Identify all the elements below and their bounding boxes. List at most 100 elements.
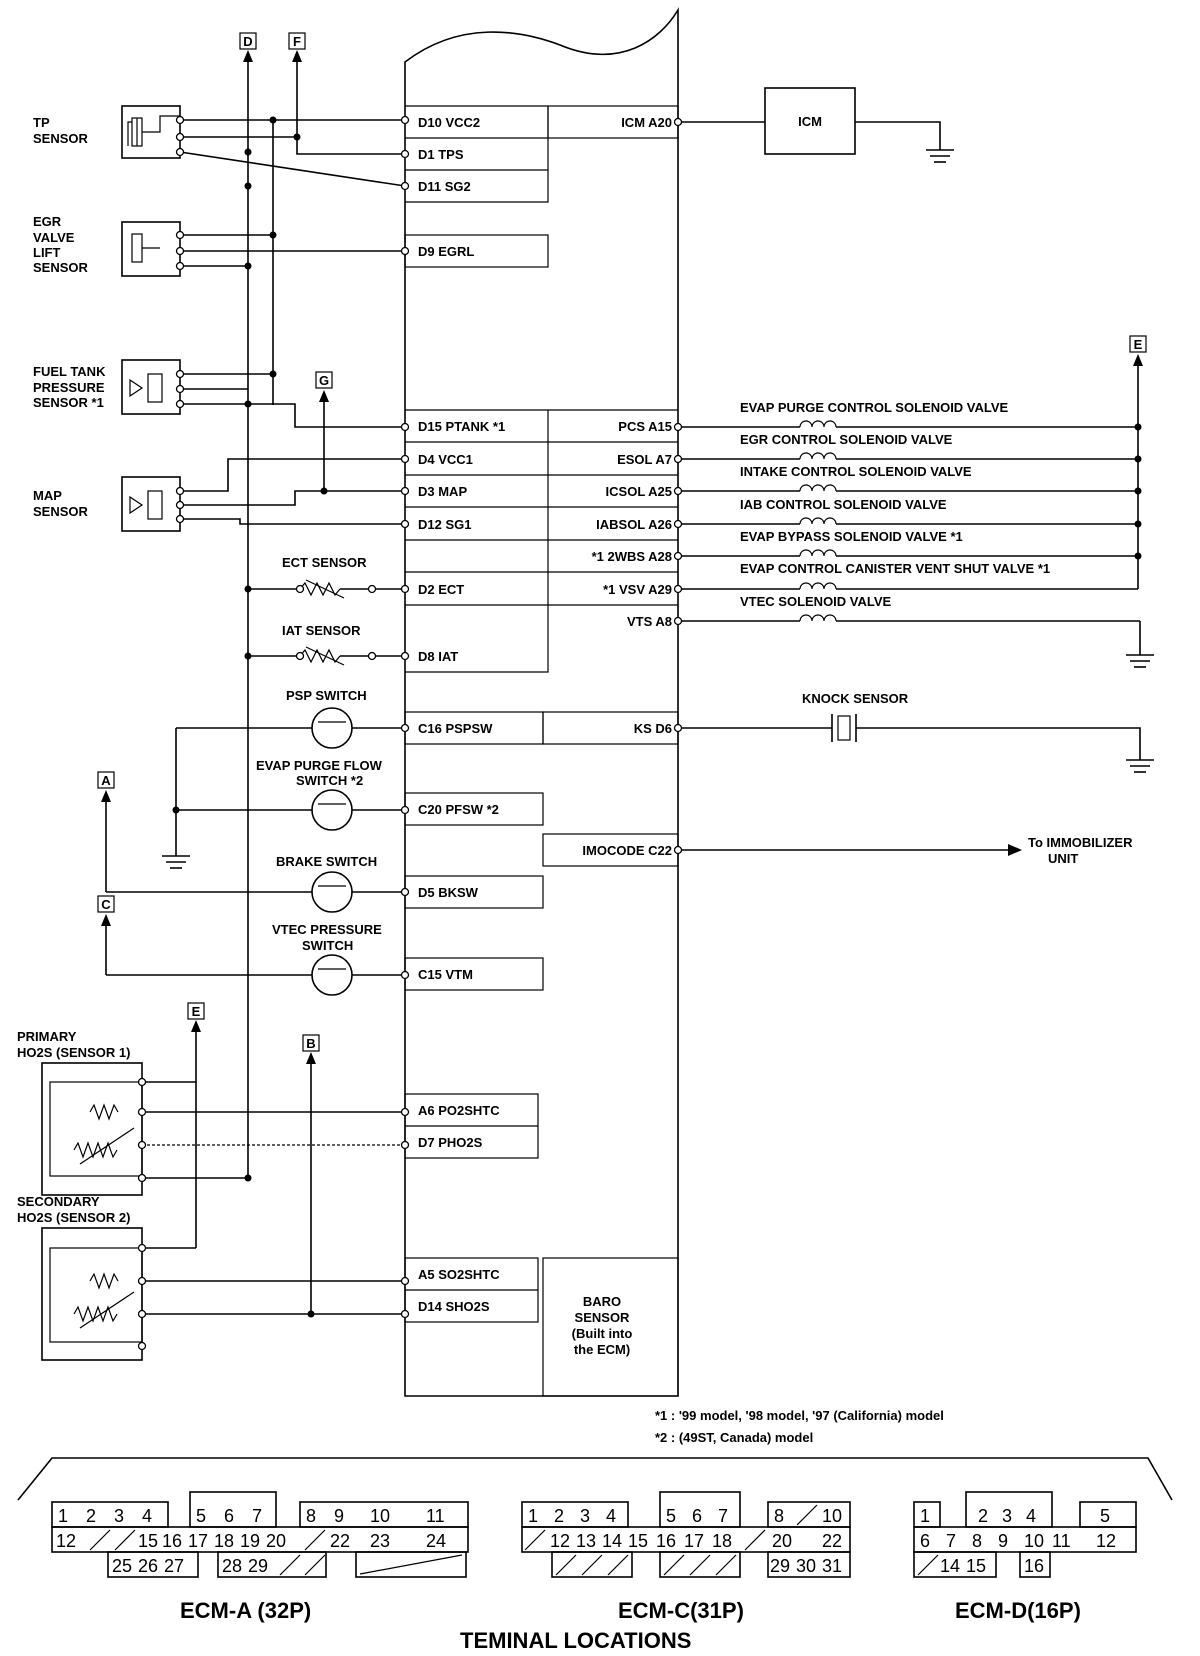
svg-text:10: 10 xyxy=(1024,1531,1044,1551)
svg-text:11: 11 xyxy=(426,1506,445,1526)
knock-sensor: KNOCK SENSOR xyxy=(678,691,1154,773)
svg-text:EVAP PURGE FLOW: EVAP PURGE FLOW xyxy=(256,758,383,773)
svg-text:*2 : (49ST, Canada) model: *2 : (49ST, Canada) model xyxy=(655,1430,813,1445)
marker-e-bottom: E xyxy=(187,1002,205,1020)
svg-text:To IMMOBILIZER: To IMMOBILIZER xyxy=(1028,835,1133,850)
pin-icm-a20: ICM A20 xyxy=(621,115,672,130)
pin-vsv-a29: *1 VSV A29 xyxy=(603,582,672,597)
terminal-circles xyxy=(137,115,683,1351)
pin-d9: D9 EGRL xyxy=(418,244,474,259)
pin-a6: A6 PO2SHTC xyxy=(418,1103,500,1118)
svg-text:G: G xyxy=(319,373,329,388)
baro-sensor-label: BARO SENSOR (Built into the ECM) xyxy=(572,1294,633,1357)
svg-text:15: 15 xyxy=(138,1531,158,1551)
svg-text:25: 25 xyxy=(112,1556,132,1576)
pin-c16: C16 PSPSW xyxy=(418,721,493,736)
map-wires xyxy=(180,458,405,525)
svg-text:4: 4 xyxy=(1026,1506,1036,1526)
svg-text:19: 19 xyxy=(240,1531,260,1551)
svg-text:14: 14 xyxy=(940,1556,960,1576)
svg-text:23: 23 xyxy=(370,1531,390,1551)
ecm-right-pin-labels: ICM A20 PCS A15 ESOL A7 ICSOL A25 IABSOL… xyxy=(582,115,672,858)
svg-text:5: 5 xyxy=(666,1506,676,1526)
svg-text:F: F xyxy=(293,34,301,49)
svg-text:SENSOR: SENSOR xyxy=(33,131,89,146)
svg-text:14: 14 xyxy=(602,1531,622,1551)
svg-text:*1 : '99 model, '98 model, '97: *1 : '99 model, '98 model, '97 (Californ… xyxy=(655,1408,944,1423)
secondary-ho2s-wires xyxy=(142,1247,405,1315)
svg-text:5: 5 xyxy=(196,1506,206,1526)
map-sensor: MAP SENSOR xyxy=(33,476,181,532)
pin-d10: D10 VCC2 xyxy=(418,115,480,130)
immobilizer-link: To IMMOBILIZER UNIT xyxy=(678,835,1133,866)
pin-d15: D15 PTANK *1 xyxy=(418,419,505,434)
primary-ho2s: PRIMARY HO2S (SENSOR 1) xyxy=(17,1029,143,1196)
svg-text:KNOCK SENSOR: KNOCK SENSOR xyxy=(802,691,909,706)
ecm-c-connector: 1 2 3 4 5 6 7 8 10 12 13 14 15 16 17 18 … xyxy=(521,1491,851,1623)
connector-frame xyxy=(17,1457,1173,1501)
psp-switch: PSP SWITCH xyxy=(176,688,405,749)
svg-text:SWITCH: SWITCH xyxy=(302,938,353,953)
marker-e-top: E xyxy=(1129,335,1147,353)
svg-text:8: 8 xyxy=(774,1506,784,1526)
svg-text:12: 12 xyxy=(1096,1531,1116,1551)
tp-wires xyxy=(179,119,406,187)
ecm-d-title: ECM-D(16P) xyxy=(955,1598,1081,1623)
brake-switch: BRAKE SWITCH xyxy=(106,854,405,913)
ecm-a-title: ECM-A (32P) xyxy=(180,1598,311,1623)
svg-text:9: 9 xyxy=(334,1506,344,1526)
svg-text:C: C xyxy=(101,897,111,912)
svg-text:30: 30 xyxy=(796,1556,816,1576)
pin-esol-a7: ESOL A7 xyxy=(617,452,672,467)
icm: ICM xyxy=(678,87,954,163)
svg-text:EGR: EGR xyxy=(33,214,62,229)
marker-f: F xyxy=(288,32,306,50)
svg-text:B: B xyxy=(306,1036,315,1051)
svg-text:VALVE: VALVE xyxy=(33,230,75,245)
svg-text:SWITCH *2: SWITCH *2 xyxy=(296,773,363,788)
marker-a: A xyxy=(97,771,115,789)
svg-text:PRIMARY: PRIMARY xyxy=(17,1029,77,1044)
svg-text:10: 10 xyxy=(370,1506,390,1526)
footnotes: *1 : '99 model, '98 model, '97 (Californ… xyxy=(655,1408,944,1445)
svg-text:18: 18 xyxy=(214,1531,234,1551)
pin-d5: D5 BKSW xyxy=(418,885,479,900)
svg-text:ECT SENSOR: ECT SENSOR xyxy=(282,555,367,570)
ground-left xyxy=(162,850,190,869)
pin-d4: D4 VCC1 xyxy=(418,452,473,467)
svg-text:HO2S (SENSOR 1): HO2S (SENSOR 1) xyxy=(17,1045,130,1060)
svg-text:13: 13 xyxy=(576,1531,596,1551)
svg-text:18: 18 xyxy=(712,1531,732,1551)
svg-text:24: 24 xyxy=(426,1531,446,1551)
valve-vtec-solenoid: VTEC SOLENOID VALVE xyxy=(740,594,892,609)
pin-vts-a8: VTS A8 xyxy=(627,614,672,629)
pin-iabsol-a26: IABSOL A26 xyxy=(596,517,672,532)
svg-text:SECONDARY: SECONDARY xyxy=(17,1194,100,1209)
svg-text:22: 22 xyxy=(330,1531,350,1551)
ground-vtec xyxy=(1126,621,1154,668)
pin-c20: C20 PFSW *2 xyxy=(418,802,499,817)
primary-ho2s-wires xyxy=(142,1081,405,1179)
svg-text:FUEL TANK: FUEL TANK xyxy=(33,364,106,379)
marker-d: D xyxy=(239,32,257,50)
svg-text:8: 8 xyxy=(306,1506,316,1526)
svg-text:1: 1 xyxy=(58,1506,68,1526)
svg-text:28: 28 xyxy=(222,1556,242,1576)
svg-text:BRAKE SWITCH: BRAKE SWITCH xyxy=(276,854,377,869)
pin-imocode-c22: IMOCODE C22 xyxy=(582,843,672,858)
marker-b: B xyxy=(302,1034,320,1052)
svg-text:D: D xyxy=(243,34,252,49)
pin-d12: D12 SG1 xyxy=(418,517,471,532)
svg-text:7: 7 xyxy=(946,1531,956,1551)
svg-text:29: 29 xyxy=(248,1556,268,1576)
ftp-wires xyxy=(180,373,405,428)
ecm-body xyxy=(404,7,679,1397)
svg-text:16: 16 xyxy=(162,1531,182,1551)
svg-text:27: 27 xyxy=(164,1556,184,1576)
svg-text:10: 10 xyxy=(822,1506,842,1526)
svg-text:PRESSURE: PRESSURE xyxy=(33,380,105,395)
valve-egr-control: EGR CONTROL SOLENOID VALVE xyxy=(740,432,953,447)
svg-text:2: 2 xyxy=(978,1506,988,1526)
vertical-buses xyxy=(105,55,325,1314)
